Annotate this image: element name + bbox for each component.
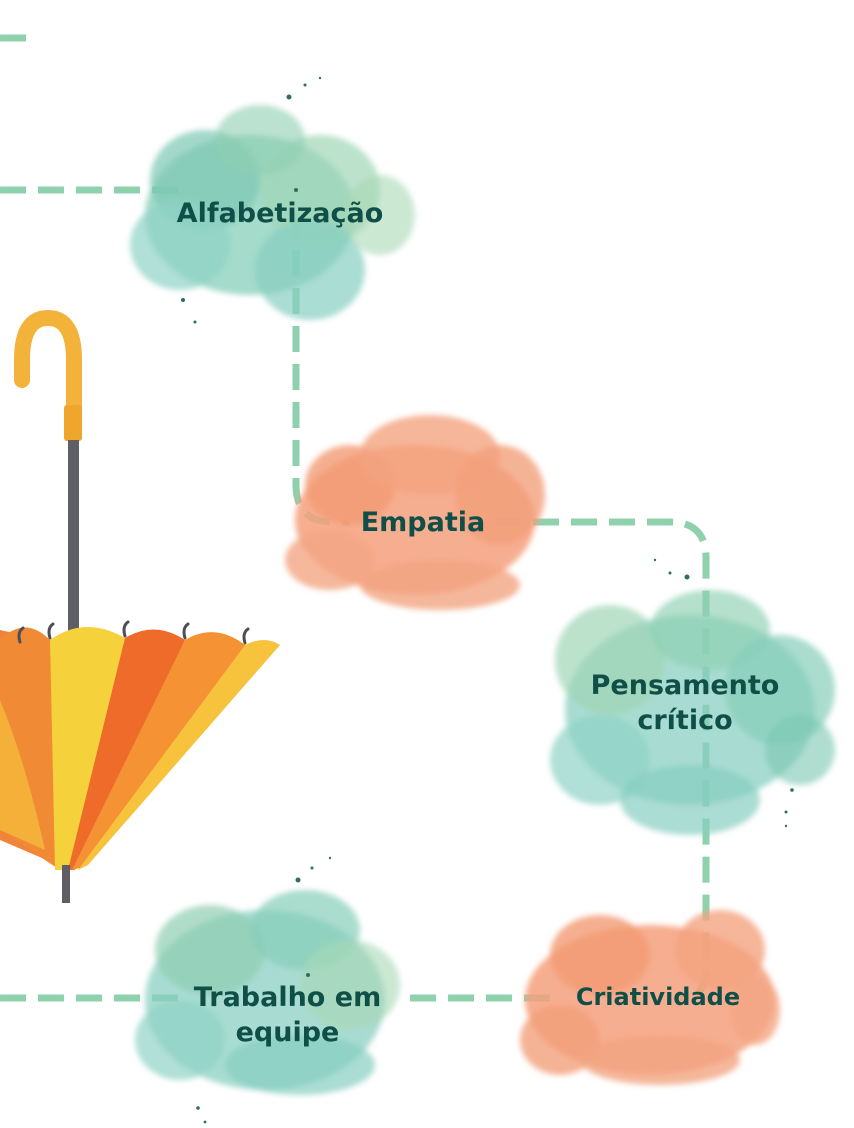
cloud-alfabetizacao — [130, 105, 415, 320]
umbrella-tip — [62, 865, 70, 903]
umbrella-illustration — [0, 309, 280, 903]
node-label-trabalho-em-equipe: Trabalho em equipe — [193, 982, 382, 1049]
splatter-dots-2 — [653, 558, 794, 828]
cloud-pensamento — [550, 590, 835, 835]
umbrella-collar — [64, 405, 82, 441]
splatter-dots-1 — [181, 76, 322, 324]
cloud-empatia — [285, 415, 545, 610]
umbrella-handle — [14, 309, 82, 418]
node-label-alfabetizacao: Alfabetização — [176, 198, 384, 229]
connector-alfabetizacao-to-empatia — [292, 212, 350, 526]
node-label-criatividade: Criatividade — [575, 983, 741, 1011]
splatter-dots-3 — [196, 856, 332, 1124]
cloud-criatividade — [520, 910, 780, 1085]
connector-empatia-to-pensamento — [495, 518, 710, 970]
node-label-pensamento-critico: Pensamento crítico — [590, 670, 780, 737]
umbrella-shaft — [68, 440, 79, 655]
node-label-empatia: Empatia — [360, 507, 486, 538]
cloud-trabalho — [135, 890, 400, 1095]
